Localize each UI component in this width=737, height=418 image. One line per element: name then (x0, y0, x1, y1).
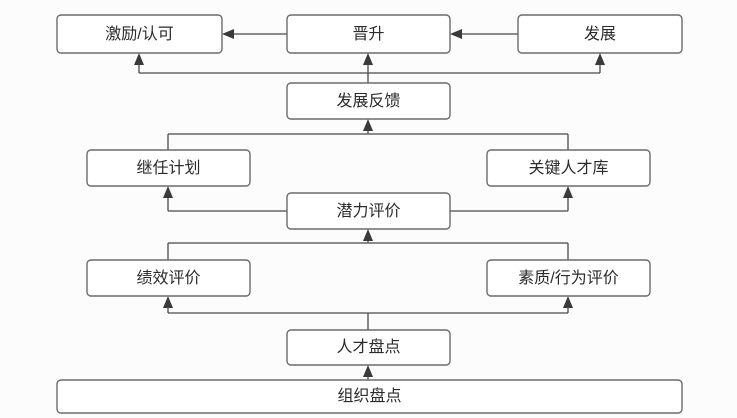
node-development-label: 发展 (584, 25, 616, 43)
node-performance-eval-box[interactable] (86, 259, 251, 297)
edge-org-to-talentreview (363, 365, 373, 380)
node-development[interactable]: 发展 (517, 14, 683, 54)
node-talent-review[interactable]: 人才盘点 (286, 329, 451, 366)
node-dev-feedback[interactable]: 发展反馈 (286, 82, 451, 120)
node-dev-feedback-label: 发展反馈 (336, 92, 400, 110)
edge-feedback-bus (134, 53, 605, 83)
node-succession-plan-box[interactable] (86, 149, 251, 187)
node-dev-feedback-box[interactable] (286, 82, 451, 120)
node-competency-eval-label: 素质/行为评价 (518, 269, 618, 287)
node-layer: 激励/认可 晋升 发展 发展反馈 继任计划 关键人才库 (56, 14, 683, 414)
node-succession-plan-label: 继任计划 (136, 159, 200, 177)
edge-potential-to-succession (163, 186, 287, 212)
node-promotion[interactable]: 晋升 (286, 14, 451, 54)
edge-development-to-promotion (450, 29, 518, 39)
node-promotion-box[interactable] (286, 14, 451, 54)
edge-potential-to-talentpool (450, 186, 573, 212)
node-org-review[interactable]: 组织盘点 (56, 379, 683, 414)
node-org-review-box[interactable] (56, 379, 683, 414)
node-org-review-label: 组织盘点 (337, 386, 401, 405)
node-performance-eval-label: 绩效评价 (136, 269, 200, 287)
node-potential-eval[interactable]: 潜力评价 (286, 192, 451, 230)
node-potential-eval-box[interactable] (286, 192, 451, 230)
edge-promotion-to-incentive (222, 29, 287, 39)
node-talent-pool[interactable]: 关键人才库 (486, 149, 651, 187)
node-talent-pool-box[interactable] (486, 149, 651, 187)
node-incentive-box[interactable] (56, 14, 223, 54)
node-talent-review-box[interactable] (286, 329, 451, 366)
node-incentive-label: 激励/认可 (105, 25, 173, 43)
node-performance-eval[interactable]: 绩效评价 (86, 259, 251, 297)
node-competency-eval-box[interactable] (486, 259, 651, 297)
node-talent-review-label: 人才盘点 (336, 337, 400, 356)
edge-talentreview-bus (163, 296, 573, 330)
node-talent-pool-label: 关键人才库 (528, 159, 608, 177)
node-succession-plan[interactable]: 继任计划 (86, 149, 251, 187)
edge-layer (134, 29, 605, 380)
node-development-box[interactable] (517, 14, 683, 54)
node-potential-eval-label: 潜力评价 (336, 202, 400, 220)
node-incentive[interactable]: 激励/认可 (56, 14, 223, 54)
node-competency-eval[interactable]: 素质/行为评价 (486, 259, 651, 297)
node-promotion-label: 晋升 (352, 25, 384, 43)
